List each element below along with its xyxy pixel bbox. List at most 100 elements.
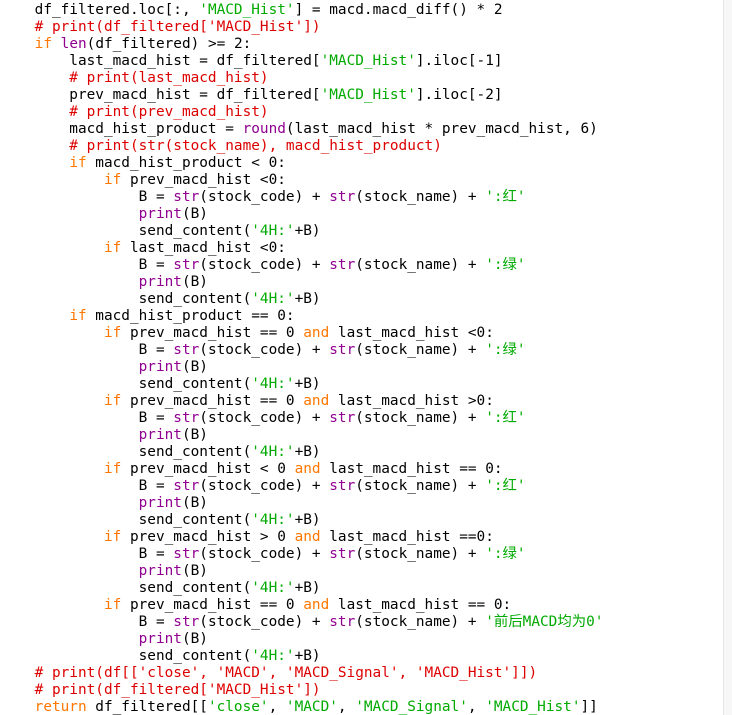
code-text-area[interactable]: df_filtered.loc[:, 'MACD_Hist'] = macd.m…: [0, 2, 604, 715]
code-token-default: (stock_code) +: [199, 614, 330, 630]
code-line: B = str(stock_code) + str(stock_name) + …: [0, 410, 603, 427]
code-line: send_content('4H:'+B): [0, 223, 603, 240]
code-token-string: ':绿': [485, 546, 526, 562]
code-token-default: prev_macd_hist == 0: [121, 325, 304, 341]
code-line: print(B): [0, 495, 603, 512]
code-token-default: [0, 359, 139, 375]
code-line: print(B): [0, 563, 603, 580]
code-token-default: B =: [0, 257, 174, 273]
code-token-keyword: return: [34, 699, 87, 715]
code-token-comment: # print(str(stock_name), macd_hist_produ…: [0, 138, 442, 154]
code-line: print(B): [0, 206, 603, 223]
code-token-default: B =: [0, 189, 174, 205]
code-token-default: prev_macd_hist = df_filtered[: [0, 87, 321, 103]
code-token-keyword: and: [303, 393, 330, 409]
code-token-default: +B): [294, 648, 321, 664]
code-token-default: B =: [0, 410, 174, 426]
code-token-default: send_content(: [0, 444, 252, 460]
code-token-builtin: str: [173, 546, 200, 562]
code-token-default: send_content(: [0, 376, 252, 392]
code-line: # print(prev_macd_hist): [0, 104, 603, 121]
code-token-default: send_content(: [0, 648, 252, 664]
code-token-default: [0, 155, 69, 171]
code-token-default: [0, 240, 104, 256]
vertical-scrollbar[interactable]: [723, 0, 732, 715]
code-token-string: '4H:': [251, 376, 295, 392]
code-line: macd_hist_product = round(last_macd_hist…: [0, 121, 603, 138]
code-line: # print(df_filtered['MACD_Hist']): [0, 19, 603, 36]
code-token-string: 'MACD_Hist': [320, 87, 416, 103]
code-line: send_content('4H:'+B): [0, 291, 603, 308]
code-token-string: '前后MACD均为0': [485, 614, 604, 630]
code-token-default: [0, 172, 104, 188]
code-token-comment: # print(df_filtered['MACD_Hist']): [0, 682, 321, 698]
code-token-default: (B): [181, 206, 208, 222]
code-line: if len(df_filtered) >= 2:: [0, 36, 603, 53]
code-line: B = str(stock_code) + str(stock_name) + …: [0, 257, 603, 274]
code-token-builtin: str: [173, 478, 200, 494]
code-token-default: ] = macd.macd_diff() * 2: [294, 2, 503, 18]
code-token-default: [0, 461, 104, 477]
code-token-default: +B): [294, 376, 321, 392]
code-line: if prev_macd_hist > 0 and last_macd_hist…: [0, 529, 603, 546]
code-token-default: [0, 206, 139, 222]
code-token-builtin: print: [138, 206, 182, 222]
code-line: # print(str(stock_name), macd_hist_produ…: [0, 138, 603, 155]
code-token-string: '4H:': [251, 444, 295, 460]
code-token-default: macd_hist_product == 0:: [86, 308, 295, 324]
code-token-default: last_macd_hist <0:: [329, 325, 494, 341]
code-line: send_content('4H:'+B): [0, 376, 603, 393]
code-token-default: (B): [181, 563, 208, 579]
code-line: if prev_macd_hist == 0 and last_macd_his…: [0, 325, 603, 342]
code-line: B = str(stock_code) + str(stock_name) + …: [0, 189, 603, 206]
code-token-default: (stock_name) +: [355, 478, 486, 494]
code-token-keyword: and: [303, 597, 330, 613]
code-token-default: (stock_code) +: [199, 342, 330, 358]
code-token-default: (stock_name) +: [355, 189, 486, 205]
code-token-builtin: str: [329, 410, 356, 426]
code-token-keyword: if: [34, 36, 52, 52]
code-token-builtin: print: [138, 631, 182, 647]
code-token-default: last_macd_hist = df_filtered[: [0, 53, 321, 69]
code-token-default: send_content(: [0, 580, 252, 596]
code-line: if prev_macd_hist < 0 and last_macd_hist…: [0, 461, 603, 478]
code-line: send_content('4H:'+B): [0, 648, 603, 665]
code-token-keyword: if: [103, 172, 122, 188]
code-token-keyword: if: [103, 529, 122, 545]
code-token-builtin: print: [138, 359, 182, 375]
code-token-default: ]]: [580, 699, 598, 715]
code-token-default: [0, 427, 139, 443]
code-token-default: last_macd_hist <0:: [121, 240, 286, 256]
code-token-builtin: str: [173, 257, 200, 273]
code-token-builtin: str: [329, 342, 356, 358]
code-line: B = str(stock_code) + str(stock_name) + …: [0, 342, 603, 359]
code-token-string: 'MACD_Signal': [355, 699, 468, 715]
code-token-keyword: if: [69, 155, 87, 171]
code-token-string: 'MACD_Hist': [199, 2, 295, 18]
code-token-default: ,: [467, 699, 486, 715]
code-token-default: [0, 563, 139, 579]
code-token-default: send_content(: [0, 291, 252, 307]
code-token-default: prev_macd_hist == 0: [121, 597, 304, 613]
code-line: if prev_macd_hist <0:: [0, 172, 603, 189]
code-token-keyword: if: [103, 240, 122, 256]
code-token-keyword: and: [294, 529, 321, 545]
code-token-builtin: print: [138, 563, 182, 579]
code-token-string: 'close': [207, 699, 269, 715]
code-line: print(B): [0, 427, 603, 444]
code-token-default: last_macd_hist >0:: [329, 393, 494, 409]
code-token-builtin: print: [138, 495, 182, 511]
code-token-default: send_content(: [0, 223, 252, 239]
code-line: prev_macd_hist = df_filtered['MACD_Hist'…: [0, 87, 603, 104]
code-line: B = str(stock_code) + str(stock_name) + …: [0, 546, 603, 563]
code-token-default: (stock_code) +: [199, 478, 330, 494]
code-token-default: (last_macd_hist * prev_macd_hist, 6): [285, 121, 598, 137]
code-token-builtin: str: [329, 478, 356, 494]
code-token-default: (B): [181, 427, 208, 443]
code-token-comment: # print(df[['close', 'MACD', 'MACD_Signa…: [0, 665, 538, 681]
code-token-default: (B): [181, 495, 208, 511]
code-token-default: [0, 529, 104, 545]
code-token-string: '4H:': [251, 648, 295, 664]
code-token-builtin: str: [173, 410, 200, 426]
